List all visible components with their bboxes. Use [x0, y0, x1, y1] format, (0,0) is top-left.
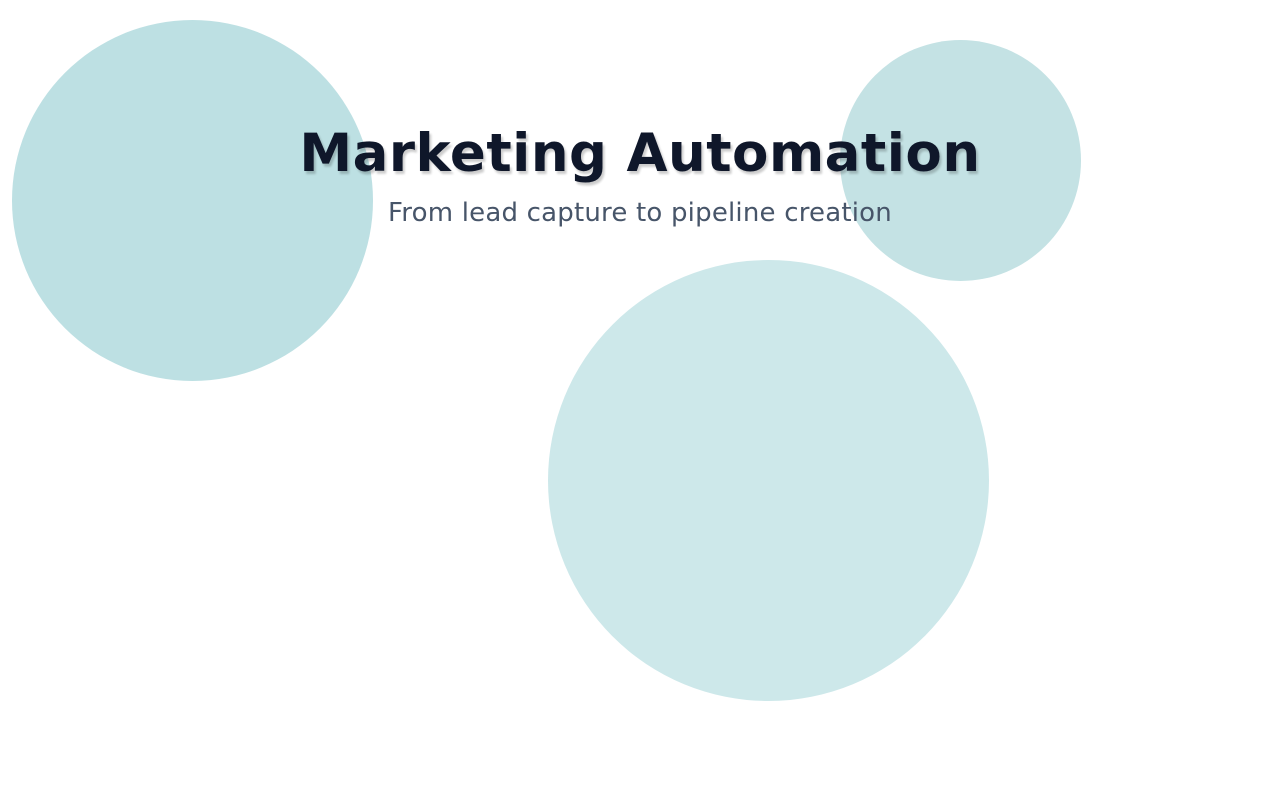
decorative-circle-right: [840, 40, 1081, 281]
decorative-circle-center: [548, 260, 989, 701]
decorative-circle-left: [12, 20, 373, 381]
hero-text-block: Marketing Automation From lead capture t…: [0, 123, 1280, 229]
slide-title: Marketing Automation: [299, 123, 981, 184]
slide-subtitle: From lead capture to pipeline creation: [388, 198, 892, 228]
